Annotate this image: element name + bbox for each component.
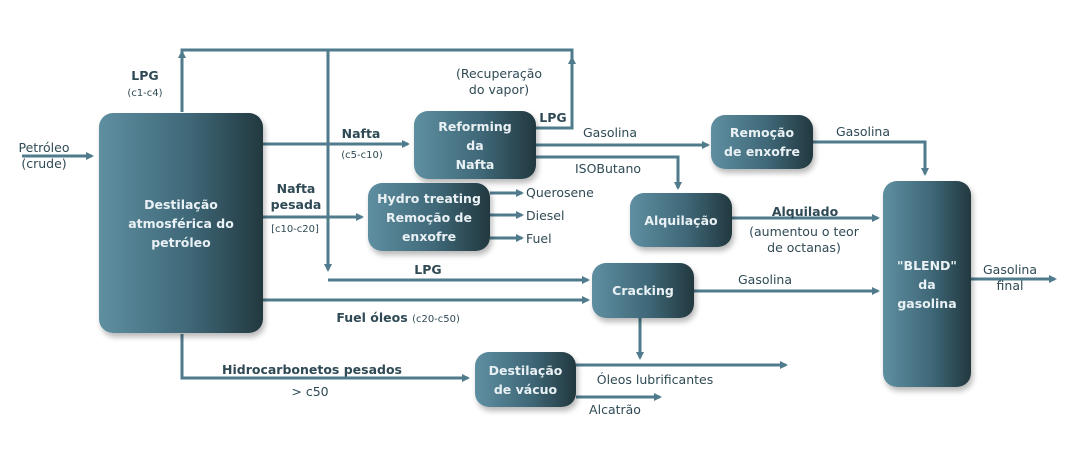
arrow-recovery [535, 56, 576, 130]
label-recovery: (Recuperação do vapor) [455, 66, 543, 97]
label-alquilado-note: (aumentou o teor de octanas) [749, 224, 859, 255]
label-hidrocarbonetos: Hidrocarbonetos pesados [222, 362, 402, 377]
label-gasolina-final: Gasolina final [982, 262, 1038, 293]
label-hidrocarbonetos-range: > c50 [291, 384, 329, 399]
label-querosene: Querosene [526, 185, 594, 200]
label-gasolina-cracking: Gasolina [737, 272, 793, 287]
label-nafta-pesada: Nafta pesada [270, 181, 322, 212]
label-lpg-top: LPG [131, 68, 159, 83]
label-alcatrao: Alcatrão [589, 402, 641, 417]
label-fuel-oleos: Fuel óleos [336, 310, 408, 325]
label-lpg-cracking: LPG [414, 262, 442, 277]
box-blend: "BLEND" da gasolina [883, 181, 971, 387]
label-fuel-oleos-range: (c20-c50) [412, 314, 460, 325]
label-gasolina-reforming: Gasolina [582, 125, 638, 140]
label-diesel: Diesel [526, 208, 565, 223]
label-nafta-pesada-range: [c10-c20] [271, 224, 319, 235]
arrow-lpg-top [180, 48, 574, 112]
label-crude: Petróleo (crude) [18, 140, 70, 171]
label-nafta-range: (c5-c10) [341, 150, 383, 161]
arrow-hidrocarbonetos [180, 334, 470, 382]
box-reforming: Reforming da Nafta [414, 111, 536, 179]
label-isobutano: ISOButano [574, 161, 642, 176]
label-lpg-reforming: LPG [539, 110, 567, 125]
box-hydro-treating: Hydro treating Remoção de enxofre [368, 183, 490, 251]
box-cracking: Cracking [592, 263, 694, 318]
label-nafta: Nafta [341, 126, 381, 141]
label-gasolina-sulfur: Gasolina [835, 124, 891, 139]
label-alquilado: Alquilado [771, 204, 839, 219]
box-alkylation: Alquilação [630, 193, 732, 247]
box-vacuum-distillation: Destilação de vácuo [475, 352, 576, 407]
label-lpg-top-range: (c1-c4) [127, 88, 163, 99]
label-oleos-lubrificantes: Óleos lubrificantes [596, 372, 714, 387]
box-sulfur-removal: Remoção de enxofre [711, 115, 813, 169]
arrow-gasolina-sulfur [812, 140, 929, 176]
label-fuel: Fuel [526, 231, 552, 246]
box-atmospheric-distillation: Destilação atmosférica do petróleo [99, 113, 263, 333]
arrow-isobutano [535, 155, 682, 190]
